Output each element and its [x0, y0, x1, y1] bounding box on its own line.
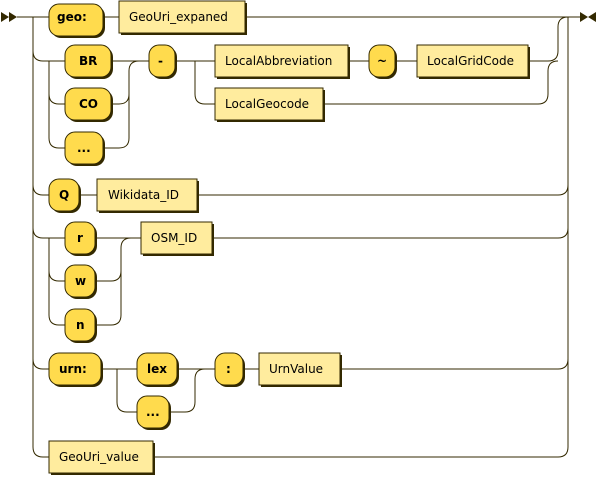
terminal-tilde: ~ — [368, 44, 397, 79]
terminal-w: w — [64, 264, 97, 299]
nonterminal-urn-value: UrnValue — [258, 352, 342, 387]
terminal-dash: - — [148, 44, 177, 79]
terminal-lex: lex — [136, 352, 179, 387]
terminal-q: Q — [48, 178, 81, 213]
svg-text:LocalAbbreviation: LocalAbbreviation — [225, 54, 332, 68]
svg-text::: : — [226, 362, 231, 376]
terminal-br: BR — [64, 44, 113, 79]
terminal-co: CO — [64, 87, 113, 122]
svg-text:geo:: geo: — [57, 10, 87, 24]
svg-text:BR: BR — [79, 54, 97, 68]
svg-text:UrnValue: UrnValue — [269, 362, 323, 376]
svg-text:GeoUri_expaned: GeoUri_expaned — [129, 10, 228, 24]
svg-text:~: ~ — [377, 54, 387, 68]
terminal-geo: geo: — [48, 3, 105, 38]
svg-text:Q: Q — [59, 188, 69, 202]
nonterminal-osm-id: OSM_ID — [140, 221, 214, 256]
nonterminal-geouri-value: GeoUri_value — [48, 440, 155, 475]
svg-text:CO: CO — [79, 97, 98, 111]
svg-text:n: n — [76, 318, 85, 332]
nonterminal-wikidata-id: Wikidata_ID — [96, 178, 199, 213]
connector-lines — [17, 16, 580, 458]
svg-text:...: ... — [77, 141, 91, 155]
start-marker — [1, 12, 17, 22]
svg-text:-: - — [158, 54, 163, 68]
svg-text:OSM_ID: OSM_ID — [151, 231, 197, 245]
nonterminal-local-geocode: LocalGeocode — [214, 87, 325, 122]
end-marker — [580, 12, 596, 22]
nonterminal-geouri-expaned: GeoUri_expaned — [118, 0, 247, 35]
nonterminal-local-grid-code: LocalGridCode — [416, 44, 530, 79]
svg-text:r: r — [77, 231, 83, 245]
terminal-n: n — [64, 308, 97, 343]
svg-text:Wikidata_ID: Wikidata_ID — [108, 188, 179, 202]
svg-text:LocalGridCode: LocalGridCode — [427, 54, 514, 68]
terminal-ellipsis-country: ... — [64, 131, 105, 166]
svg-text:lex: lex — [147, 362, 167, 376]
terminal-urn: urn: — [48, 352, 103, 387]
svg-text:LocalGeocode: LocalGeocode — [225, 97, 309, 111]
svg-text:GeoUri_value: GeoUri_value — [59, 450, 139, 464]
terminal-colon: : — [214, 352, 245, 387]
svg-text:w: w — [75, 274, 86, 288]
terminal-r: r — [64, 221, 97, 256]
svg-text:...: ... — [146, 405, 160, 419]
terminal-ellipsis-urn: ... — [136, 395, 171, 430]
nonterminal-local-abbreviation: LocalAbbreviation — [214, 44, 350, 79]
svg-text:urn:: urn: — [59, 362, 87, 376]
